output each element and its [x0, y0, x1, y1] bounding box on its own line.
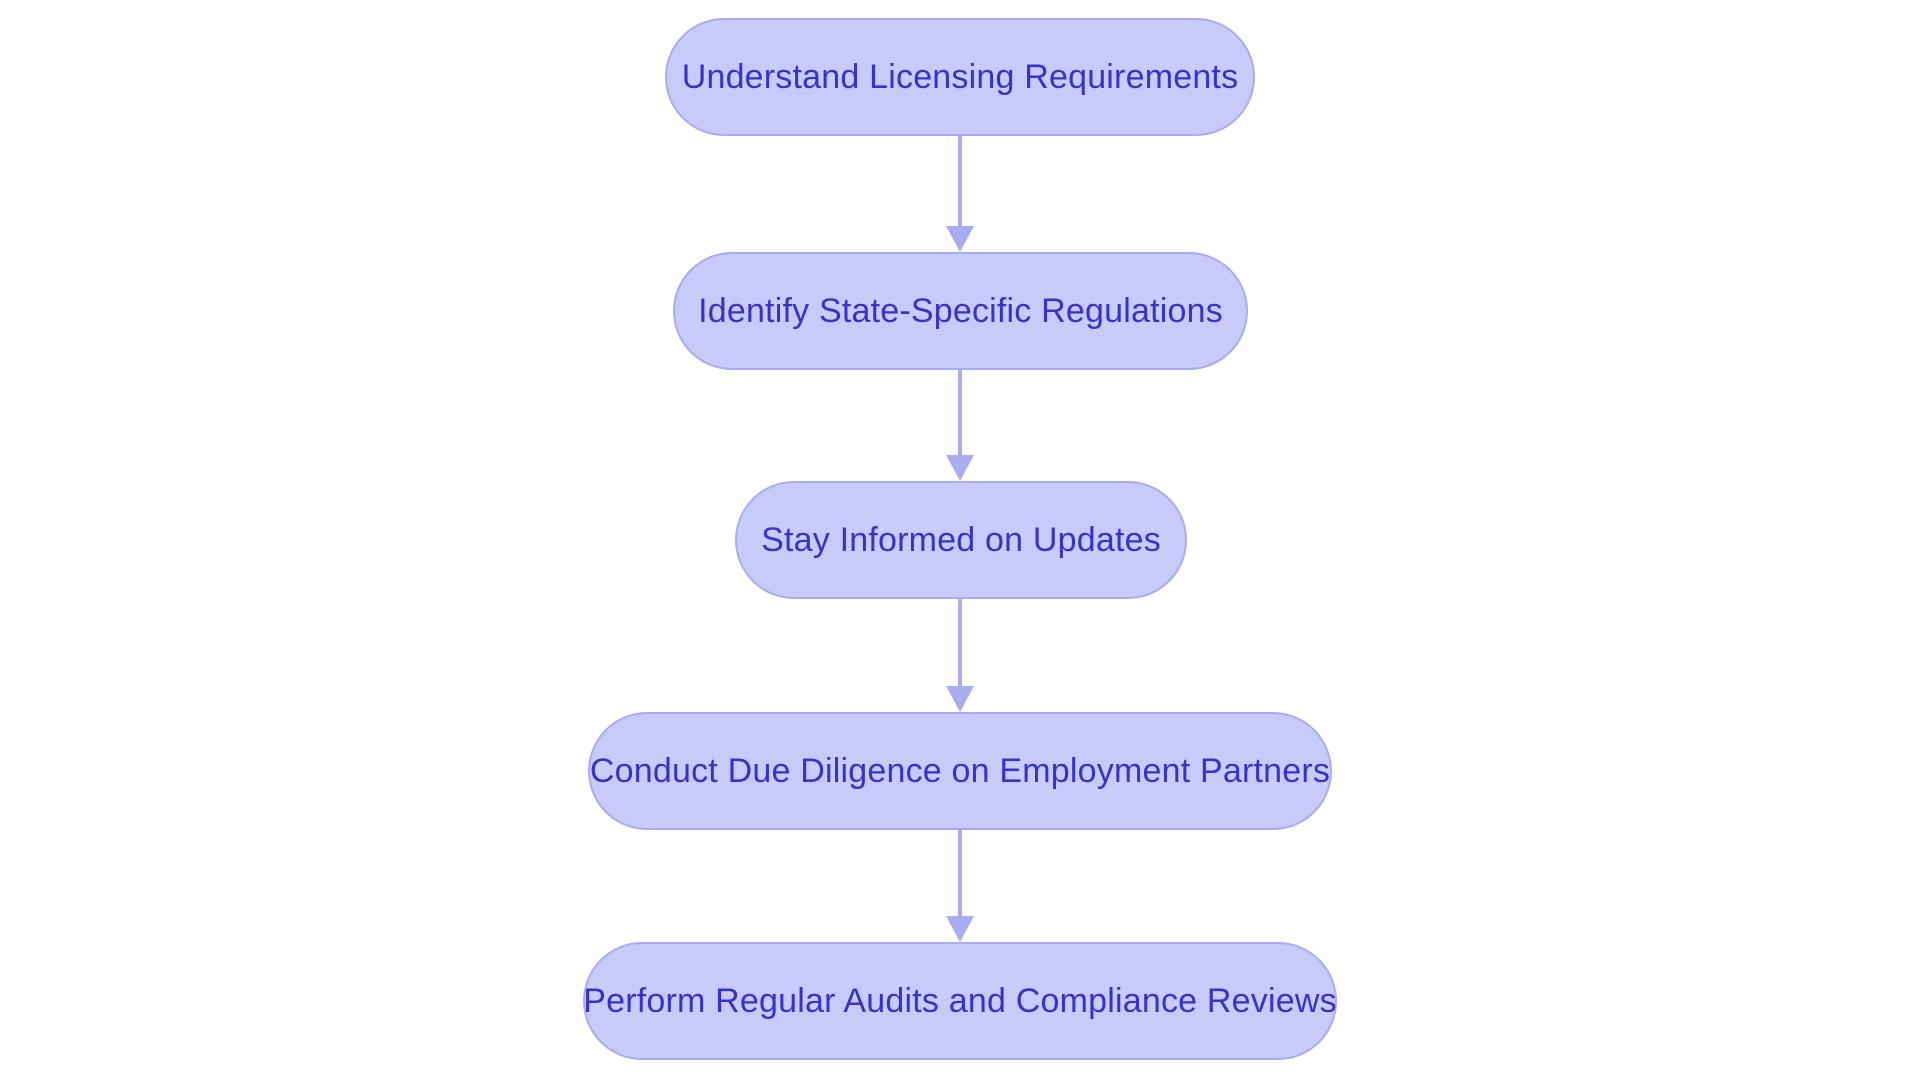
flow-node-label: Understand Licensing Requirements: [681, 58, 1239, 96]
connector-line: [958, 370, 962, 455]
flow-node-step-5[interactable]: Perform Regular Audits and Compliance Re…: [583, 942, 1337, 1060]
flow-node-step-3[interactable]: Stay Informed on Updates: [735, 481, 1187, 599]
flow-connector-step-4-to-step-5: [946, 830, 974, 942]
arrow-down-icon: [946, 916, 974, 942]
flow-node-label: Stay Informed on Updates: [761, 521, 1161, 559]
flow-connector-step-1-to-step-2: [946, 136, 974, 252]
arrow-down-icon: [946, 686, 974, 712]
flow-node-step-4[interactable]: Conduct Due Diligence on Employment Part…: [588, 712, 1332, 830]
connector-line: [958, 830, 962, 916]
connector-line: [958, 599, 962, 686]
flow-node-step-2[interactable]: Identify State-Specific Regulations: [673, 252, 1248, 370]
flow-node-label: Identify State-Specific Regulations: [698, 292, 1223, 330]
flow-connector-step-3-to-step-4: [946, 599, 974, 712]
flow-node-label: Perform Regular Audits and Compliance Re…: [583, 982, 1337, 1020]
arrow-down-icon: [946, 455, 974, 481]
connector-line: [958, 136, 962, 226]
flow-node-label: Conduct Due Diligence on Employment Part…: [589, 752, 1331, 790]
flow-node-step-1[interactable]: Understand Licensing Requirements: [665, 18, 1255, 136]
flow-connector-step-2-to-step-3: [946, 370, 974, 481]
arrow-down-icon: [946, 226, 974, 252]
